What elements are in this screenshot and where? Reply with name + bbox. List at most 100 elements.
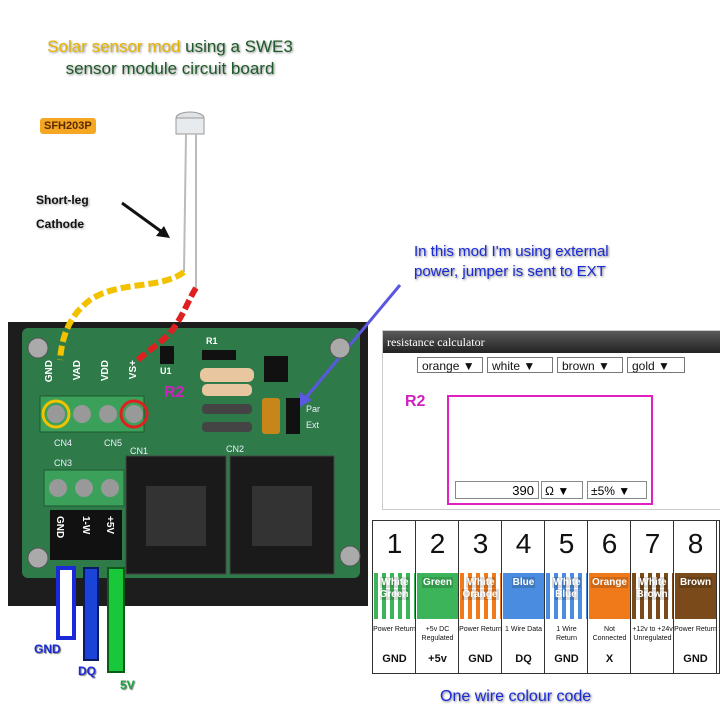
wire-color-label: White Blue bbox=[552, 577, 581, 600]
wire-color-label: White Green bbox=[379, 577, 410, 600]
dq-wire bbox=[83, 567, 99, 661]
tolerance-select[interactable]: ±5% ▼ bbox=[587, 481, 647, 499]
wire-color-swatch: White Green bbox=[374, 573, 415, 619]
wire-signal: GND bbox=[554, 653, 579, 665]
wire-color-label: Green bbox=[422, 577, 453, 588]
band4-select[interactable]: gold ▼ bbox=[627, 357, 685, 373]
unit-select[interactable]: Ω ▼ bbox=[541, 481, 583, 499]
photodiode-body bbox=[175, 117, 205, 135]
jumper-label-par: Par bbox=[306, 404, 321, 414]
wire-signal: GND bbox=[683, 653, 708, 665]
band3-value: brown bbox=[562, 359, 595, 373]
band4-value: gold bbox=[632, 359, 655, 373]
screw-icon bbox=[329, 337, 351, 359]
title-highlight: Solar sensor mod bbox=[47, 37, 181, 56]
screw-icon bbox=[339, 545, 361, 567]
wire-description: Power Return bbox=[373, 626, 416, 633]
connector-label-cn4: CN4 bbox=[54, 438, 73, 448]
wire-color-swatch: White Brown bbox=[632, 573, 673, 619]
resistor-component bbox=[200, 368, 254, 382]
pin-number: 2 bbox=[429, 528, 446, 559]
pin-label-strip bbox=[50, 510, 122, 560]
wire-label-dq: DQ bbox=[78, 664, 96, 678]
wire-color-swatch: Orange bbox=[589, 573, 630, 619]
resistance-value-field[interactable]: 390 bbox=[455, 481, 539, 499]
page-title: Solar sensor mod using a SWE3 sensor mod… bbox=[0, 36, 340, 80]
leg-note-line2: Cathode bbox=[36, 217, 84, 231]
wire-signal: +5v bbox=[428, 653, 447, 665]
screw-icon bbox=[27, 547, 49, 569]
terminal-screw-icon bbox=[99, 405, 117, 423]
wire-description: Power Return bbox=[459, 626, 502, 633]
red-wire bbox=[135, 286, 199, 363]
pin-label-1w: 1-W bbox=[80, 516, 91, 535]
wire-color-label: Orange bbox=[590, 577, 628, 588]
chevron-down-icon: ▼ bbox=[658, 359, 670, 373]
5v-wire bbox=[107, 567, 125, 673]
leg-note-line1: Short-leg bbox=[36, 193, 89, 207]
wire-color-label: Brown bbox=[678, 577, 713, 588]
band1-value: orange bbox=[422, 359, 460, 373]
wire-signal: GND bbox=[382, 653, 407, 665]
terminal-screw-icon bbox=[47, 405, 65, 423]
wire-color-label: Blue bbox=[511, 577, 536, 588]
pin-number: 3 bbox=[472, 528, 489, 559]
pin-label-gnd: GND bbox=[44, 360, 55, 383]
jumper-note-line2: power, jumper is sent to EXT bbox=[414, 263, 606, 280]
pin-label-vad: VAD bbox=[72, 360, 83, 381]
leg-note: Short-leg Cathode bbox=[36, 188, 89, 236]
screw-icon bbox=[27, 337, 49, 359]
wire-color-label: White Brown bbox=[636, 577, 669, 600]
r2-resistor bbox=[202, 384, 252, 396]
cathode-arrowhead-icon bbox=[156, 226, 170, 238]
r1-resistor bbox=[202, 350, 236, 360]
board-u1-label: U1 bbox=[160, 366, 172, 376]
chevron-down-icon: ▼ bbox=[598, 359, 610, 373]
component-tag: SFH203P bbox=[40, 118, 96, 134]
wire-color-swatch: Green bbox=[417, 573, 458, 619]
yellow-wire bbox=[57, 269, 186, 361]
vs-highlight-circle bbox=[119, 399, 149, 429]
board-r1-label: R1 bbox=[206, 336, 218, 346]
wire-description: Not Connected bbox=[592, 626, 627, 642]
diode-component bbox=[202, 404, 252, 414]
terminal-screw-icon bbox=[75, 479, 93, 497]
band1-select[interactable]: orange ▼ bbox=[417, 357, 483, 373]
pin-number: 1 bbox=[386, 528, 403, 559]
chevron-down-icon: ▼ bbox=[462, 359, 475, 373]
band2-value: white bbox=[492, 359, 521, 373]
wire-color-swatch: Blue bbox=[503, 573, 544, 619]
pin-label-vdd: VDD bbox=[100, 360, 111, 382]
pin-label-gnd-bottom: GND bbox=[54, 516, 65, 539]
wire-description: Power Return bbox=[674, 626, 717, 633]
title-line2: sensor module circuit board bbox=[65, 59, 275, 78]
band3-select[interactable]: brown ▼ bbox=[557, 357, 623, 373]
jumper-note-line1: In this mod I'm using external bbox=[414, 243, 609, 260]
wire-color-swatch: Brown bbox=[675, 573, 716, 619]
band2-select[interactable]: white ▼ bbox=[487, 357, 553, 373]
terminal-screw-icon bbox=[73, 405, 91, 423]
connector-label-cn5: CN5 bbox=[104, 438, 123, 448]
wire-signal: X bbox=[605, 653, 614, 665]
wire-color-swatch: White Blue bbox=[546, 573, 587, 619]
title-rest: using a SWE3 bbox=[180, 37, 293, 56]
connector-label-cn2: CN2 bbox=[226, 444, 245, 454]
terminal-screw-icon bbox=[125, 405, 143, 423]
chevron-down-icon: ▼ bbox=[618, 484, 631, 498]
pin-label-vs: VS+ bbox=[128, 360, 139, 380]
wire-label-gnd: GND bbox=[34, 642, 61, 656]
calculator-r2-label: R2 bbox=[405, 393, 426, 410]
cathode-arrow-line bbox=[121, 201, 163, 234]
wire-color-label: White Orange bbox=[462, 577, 499, 600]
resistance-calculator: resistance calculator orange ▼ white ▼ b… bbox=[382, 330, 720, 510]
jumper-arrowhead-icon bbox=[298, 392, 312, 408]
pin-number: 5 bbox=[558, 528, 575, 559]
r2-highlight-box bbox=[447, 395, 653, 505]
